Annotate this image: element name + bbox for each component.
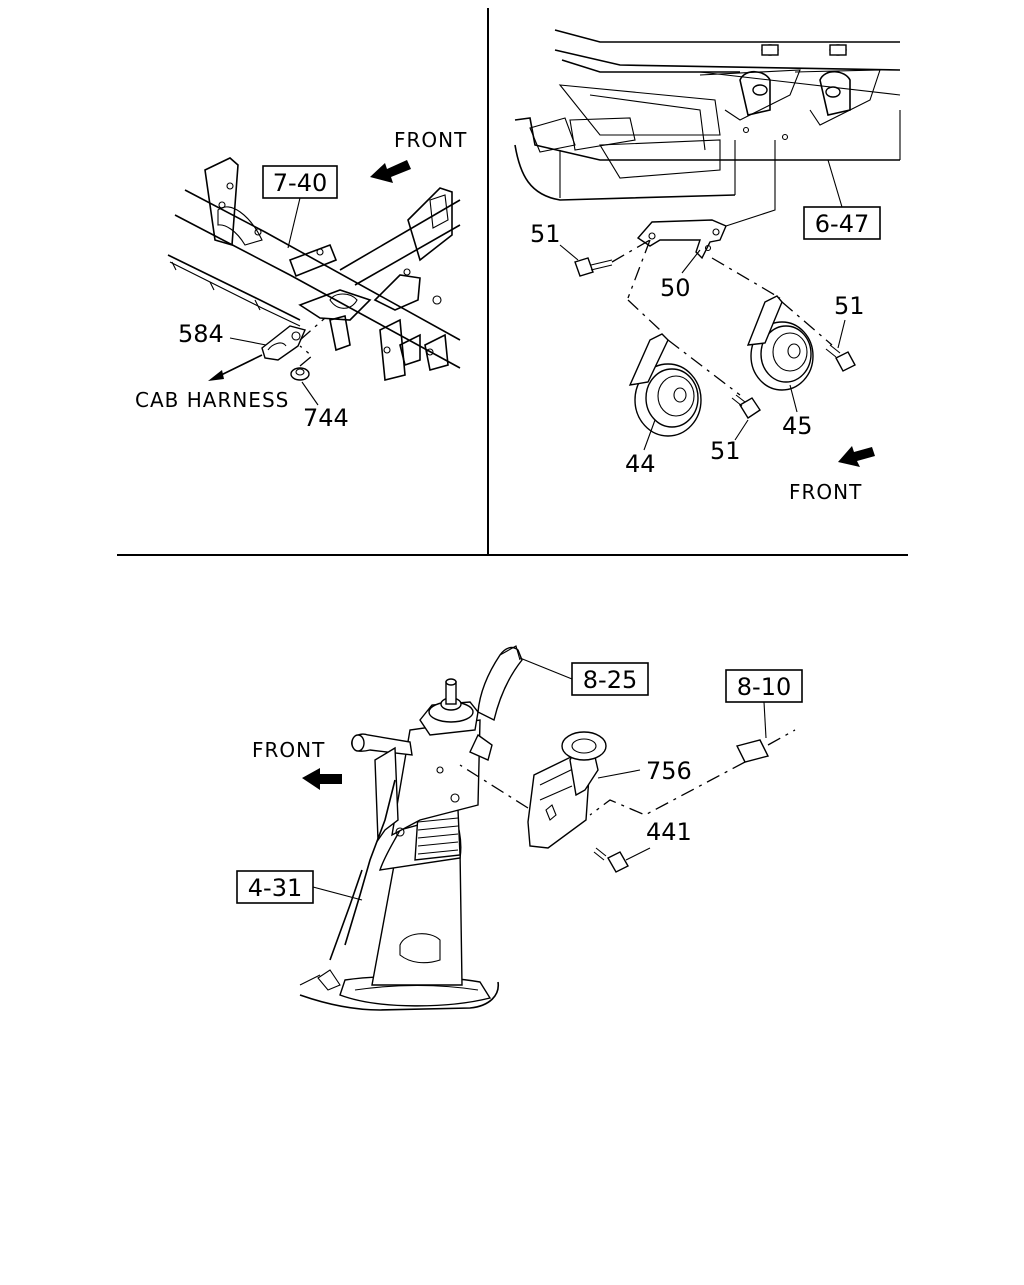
callout-50: 50	[660, 274, 691, 302]
leader-8-25	[519, 657, 573, 680]
leader-584	[229, 337, 267, 346]
ref-label-8-10: 8-10	[737, 673, 791, 701]
leader-45	[789, 384, 798, 413]
leader-6-47	[827, 159, 843, 208]
leader-51-b	[837, 319, 846, 349]
horn-part-44	[627, 239, 741, 437]
nut-part-744	[290, 345, 314, 381]
ref-box-4-31[interactable]: 4-31	[236, 870, 314, 904]
leader-8-10	[763, 701, 767, 739]
connector-8-10	[589, 729, 796, 816]
leader-7-40	[287, 197, 301, 249]
leader-441	[625, 847, 651, 861]
ref-label-8-25: 8-25	[583, 666, 637, 694]
screw-part-441	[593, 847, 629, 873]
callout-44: 44	[625, 450, 656, 478]
frame-rail-drawing	[167, 157, 461, 382]
callout-441: 441	[646, 818, 692, 846]
ref-box-6-47[interactable]: 6-47	[803, 206, 881, 240]
steering-column-drawing	[299, 645, 523, 1011]
front-label-bottom: FRONT	[252, 738, 325, 762]
callout-51-a: 51	[530, 220, 561, 248]
clip-part-584	[261, 317, 326, 361]
ref-box-8-10[interactable]: 8-10	[725, 669, 803, 703]
bolt-part-51-b	[825, 344, 856, 372]
panel-bottom: 756 441 8-25 8-10 4-31	[236, 645, 803, 1011]
bracket-part-50	[636, 140, 776, 260]
callout-584: 584	[178, 320, 224, 348]
bolt-part-51-a	[574, 239, 651, 277]
horn-part-45	[711, 257, 833, 391]
leader-44	[643, 419, 656, 451]
leader-4-31	[312, 886, 363, 901]
front-arrow-icon	[370, 160, 411, 183]
switch-part-756	[459, 731, 607, 849]
cab-harness-arrowhead-icon	[208, 370, 224, 381]
panel-top-left: 7-40 FRONT 584 744 CAB HARNESS	[135, 128, 467, 432]
leader-51-c	[734, 419, 749, 441]
front-label-top-left: FRONT	[394, 128, 467, 152]
callout-51-c: 51	[710, 437, 741, 465]
ref-label-7-40: 7-40	[273, 169, 327, 197]
ref-box-7-40[interactable]: 7-40	[262, 165, 338, 199]
leader-50	[681, 249, 701, 274]
ref-label-4-31: 4-31	[248, 874, 302, 902]
front-arrow-icon-top-right	[838, 446, 875, 467]
bolt-part-51-c	[731, 394, 761, 419]
cab-harness-label: CAB HARNESS	[135, 388, 289, 412]
vehicle-front-drawing	[514, 29, 901, 201]
panel-top-right: 6-47 50 51	[514, 29, 901, 504]
callout-45: 45	[782, 412, 813, 440]
front-label-top-right: FRONT	[789, 480, 862, 504]
ref-label-6-47: 6-47	[815, 210, 869, 238]
leader-51-a	[559, 244, 579, 261]
callout-756: 756	[646, 757, 692, 785]
callout-51-b: 51	[834, 292, 865, 320]
ref-box-8-25[interactable]: 8-25	[571, 662, 649, 696]
callout-744: 744	[303, 404, 349, 432]
leader-744	[301, 381, 319, 406]
leader-756	[597, 769, 641, 779]
front-arrow-icon-bottom	[302, 768, 342, 790]
